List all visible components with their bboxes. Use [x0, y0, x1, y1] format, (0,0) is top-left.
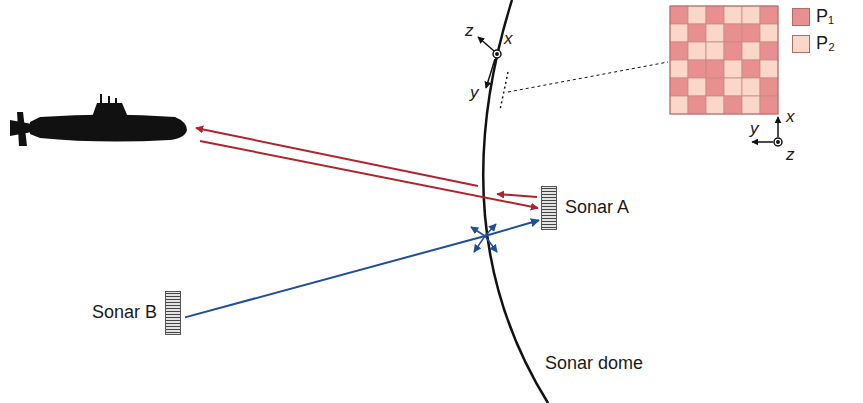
axis-label: z	[465, 22, 474, 39]
submarine	[10, 94, 187, 146]
sonar-array	[541, 186, 557, 230]
legend-swatch	[792, 35, 810, 53]
axis-label: y	[750, 120, 759, 137]
sonar-label: Sonar A	[565, 198, 629, 218]
sonar-unit: Sonar B	[92, 291, 181, 335]
patch-grid	[670, 6, 778, 114]
signal-arrow	[200, 141, 538, 208]
legend-swatch	[792, 8, 810, 26]
signal-connector	[185, 220, 539, 317]
axis-label: x	[786, 108, 795, 125]
legend-text: P₁	[816, 7, 834, 27]
axis-label: x	[504, 30, 513, 47]
signal-arrow	[196, 128, 478, 186]
axis-label: y	[470, 84, 479, 101]
legend-entry: P₂	[792, 34, 835, 54]
dome-label: Sonar dome	[545, 354, 643, 372]
dome-axes	[478, 37, 668, 110]
sonar-array	[165, 291, 181, 335]
sonar-unit: Sonar A	[541, 186, 629, 230]
axis-label: z	[786, 146, 795, 163]
sonar-label: Sonar B	[92, 303, 157, 323]
sonar-dome	[483, 0, 548, 403]
signal-arrow	[497, 194, 537, 197]
legend-text: P₂	[816, 34, 835, 54]
legend-entry: P₁	[792, 7, 834, 27]
